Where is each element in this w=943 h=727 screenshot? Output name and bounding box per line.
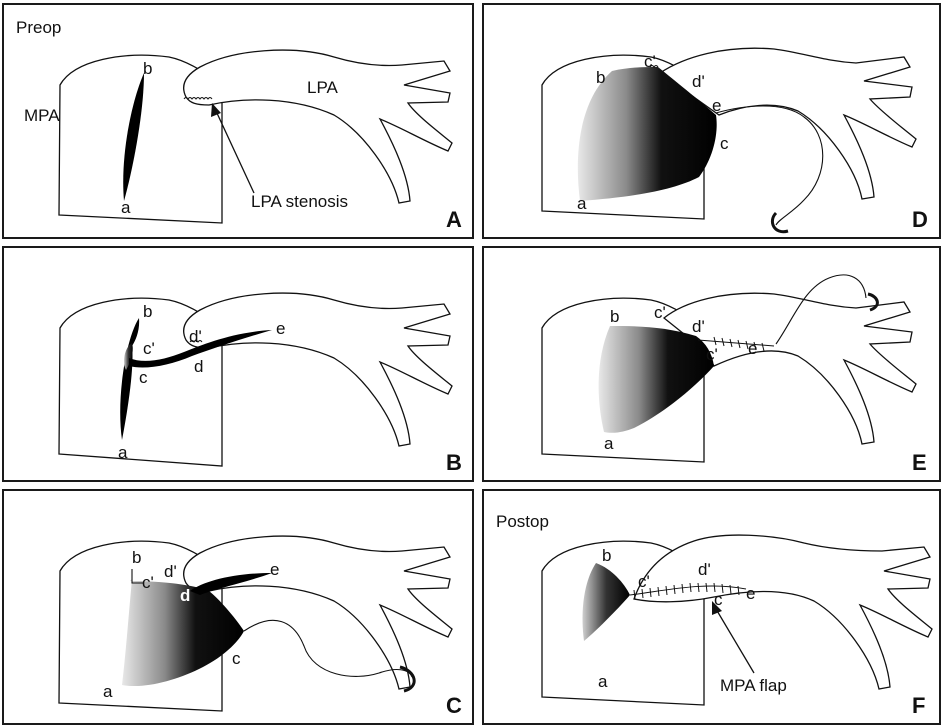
label-mpa-flap: MPA flap: [720, 677, 787, 694]
flap-arrow: [716, 609, 754, 673]
panel-letter: F: [912, 695, 925, 717]
point-c-prime: c': [644, 53, 656, 70]
point-a: a: [103, 683, 112, 700]
point-b: b: [596, 69, 605, 86]
panel-letter: A: [446, 209, 462, 231]
suture-thread: [716, 106, 823, 225]
point-a: a: [604, 435, 613, 452]
panel-a: Preop MPA LPA b a LPA stenosis A: [2, 3, 474, 239]
point-c: c: [714, 591, 723, 608]
point-a: a: [121, 199, 130, 216]
point-b: b: [602, 547, 611, 564]
panel-heading: Postop: [496, 513, 549, 530]
label-mpa: MPA: [24, 107, 60, 124]
panel-letter: E: [912, 452, 927, 474]
panel-heading: Preop: [16, 19, 61, 36]
label-lpa: LPA: [307, 79, 338, 96]
point-b: b: [610, 308, 619, 325]
point-d: d: [180, 587, 190, 604]
point-d-prime: d': [698, 561, 711, 578]
point-d-prime: d': [692, 318, 705, 335]
point-c-prime: c': [638, 573, 650, 590]
panel-f-drawing: [484, 491, 939, 723]
point-b: b: [143, 60, 152, 77]
point-a: a: [577, 195, 586, 212]
point-d-prime: d': [164, 563, 177, 580]
lpa-outline: [184, 293, 452, 446]
point-c-prime-mid: c': [706, 346, 718, 363]
panel-c: b c' d' d e c a C: [2, 489, 474, 725]
point-c-prime: c': [143, 340, 155, 357]
point-a: a: [118, 444, 127, 461]
panel-b-drawing: [4, 248, 472, 480]
panel-letter: B: [446, 452, 462, 474]
panel-letter: C: [446, 695, 462, 717]
point-c-prime: c': [142, 574, 154, 591]
panel-letter: D: [912, 209, 928, 231]
point-c: c: [720, 135, 729, 152]
panel-b: b c' c d' d e a B: [2, 246, 474, 482]
point-a: a: [598, 673, 607, 690]
point-e: e: [712, 97, 721, 114]
point-b: b: [132, 549, 141, 566]
point-d-prime: d': [189, 328, 202, 345]
point-b: b: [143, 303, 152, 320]
panel-a-drawing: [4, 5, 472, 237]
point-c-prime-top: c': [654, 304, 666, 321]
point-e: e: [276, 320, 285, 337]
panel-c-drawing: [4, 491, 472, 723]
point-e: e: [270, 561, 279, 578]
panel-e-drawing: [484, 248, 939, 480]
panel-d: b c' d' e c a D: [482, 3, 941, 239]
point-d: d: [194, 358, 203, 375]
panel-d-drawing: [484, 5, 939, 237]
label-lpa-stenosis: LPA stenosis: [251, 193, 348, 210]
point-c: c: [139, 369, 148, 386]
panel-e: b c' d' c' e a E: [482, 246, 941, 482]
point-e: e: [746, 585, 755, 602]
panel-f: Postop b c' d' c e a MPA flap F: [482, 489, 941, 725]
point-c: c: [232, 650, 241, 667]
point-e: e: [748, 340, 757, 357]
point-d-prime: d': [692, 73, 705, 90]
